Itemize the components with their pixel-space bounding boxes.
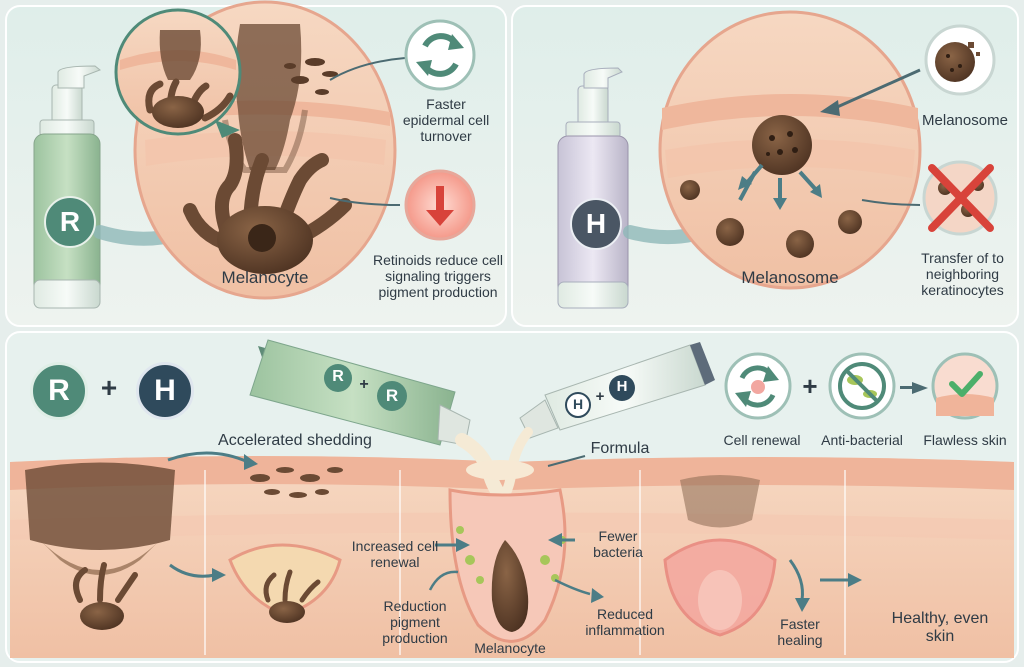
tube-right-plus: +	[595, 388, 605, 405]
combo-badge-r-letter: R	[48, 374, 70, 407]
label-faster-healing: Faster healing	[777, 616, 823, 649]
stage-center-melanocyte	[448, 488, 567, 643]
label-accelerated-shedding: Accelerated shedding	[218, 432, 372, 449]
skin-cross-section	[133, 0, 397, 300]
retinoid-badge-letter: R	[59, 206, 81, 237]
hq-tube	[519, 342, 715, 439]
combo-badge-r: R	[30, 362, 88, 420]
tube-left-letter-b: R	[385, 386, 399, 405]
refresh-icon	[404, 19, 476, 91]
decrease-arrow-icon	[404, 169, 476, 241]
label-transfer: Transfer of to neighboring keratinocytes	[921, 250, 1004, 299]
tube-left-plus: +	[359, 376, 369, 393]
stage-healing	[663, 475, 777, 637]
label-melanosome-top: Melanosome	[922, 112, 1008, 129]
tube-right-letter-b: H	[616, 378, 628, 395]
stage-pigmented	[25, 462, 175, 630]
label-melanosome-bottom: Melanosome	[741, 268, 839, 287]
label-anti-bacterial: Anti-bacterial	[821, 432, 903, 448]
label-increased-renewal: Increased cell renewal	[351, 538, 439, 571]
icon-plus: +	[802, 371, 818, 401]
label-healthy-skin: Healthy, even skin	[891, 610, 989, 646]
label-melanocyte-top: Melanocyte	[221, 268, 309, 287]
hq-badge-letter: H	[585, 208, 607, 239]
label-retinoids-reduce: Retinoids reduce cell signaling triggers…	[373, 252, 503, 301]
combo-plus: +	[100, 372, 118, 403]
retinoid-badge: R	[44, 196, 96, 248]
antibacterial-icon	[828, 352, 896, 420]
hq-badge: H	[570, 198, 622, 250]
cell-renewal-icon	[724, 352, 792, 420]
tube-right-letter-a: H	[572, 396, 584, 412]
label-melanocyte-bottom: Melanocyte	[474, 640, 546, 656]
blocked-transfer-icon	[922, 160, 998, 236]
label-flawless-skin: Flawless skin	[923, 432, 1007, 448]
label-reduction-pigment: Reduction pigment production	[382, 598, 448, 647]
label-cell-renewal: Cell renewal	[723, 432, 801, 448]
check-icon	[931, 352, 999, 420]
melanosome-transfer-diagram	[658, 10, 922, 290]
zoom-inset	[114, 8, 242, 138]
label-faster-turnover: Faster epidermal cell turnover	[402, 96, 490, 145]
tube-left-letter-a: R	[332, 368, 344, 385]
stage-shedding	[228, 467, 343, 623]
label-reduced-inflammation: Reduced inflammation	[585, 606, 665, 639]
label-formula: Formula	[590, 440, 650, 457]
combo-badge-h-letter: H	[154, 374, 176, 407]
melanosome-icon	[924, 24, 996, 96]
label-fewer-bacteria: Fewer bacteria	[593, 528, 643, 561]
combo-badge-h: H	[136, 362, 194, 420]
